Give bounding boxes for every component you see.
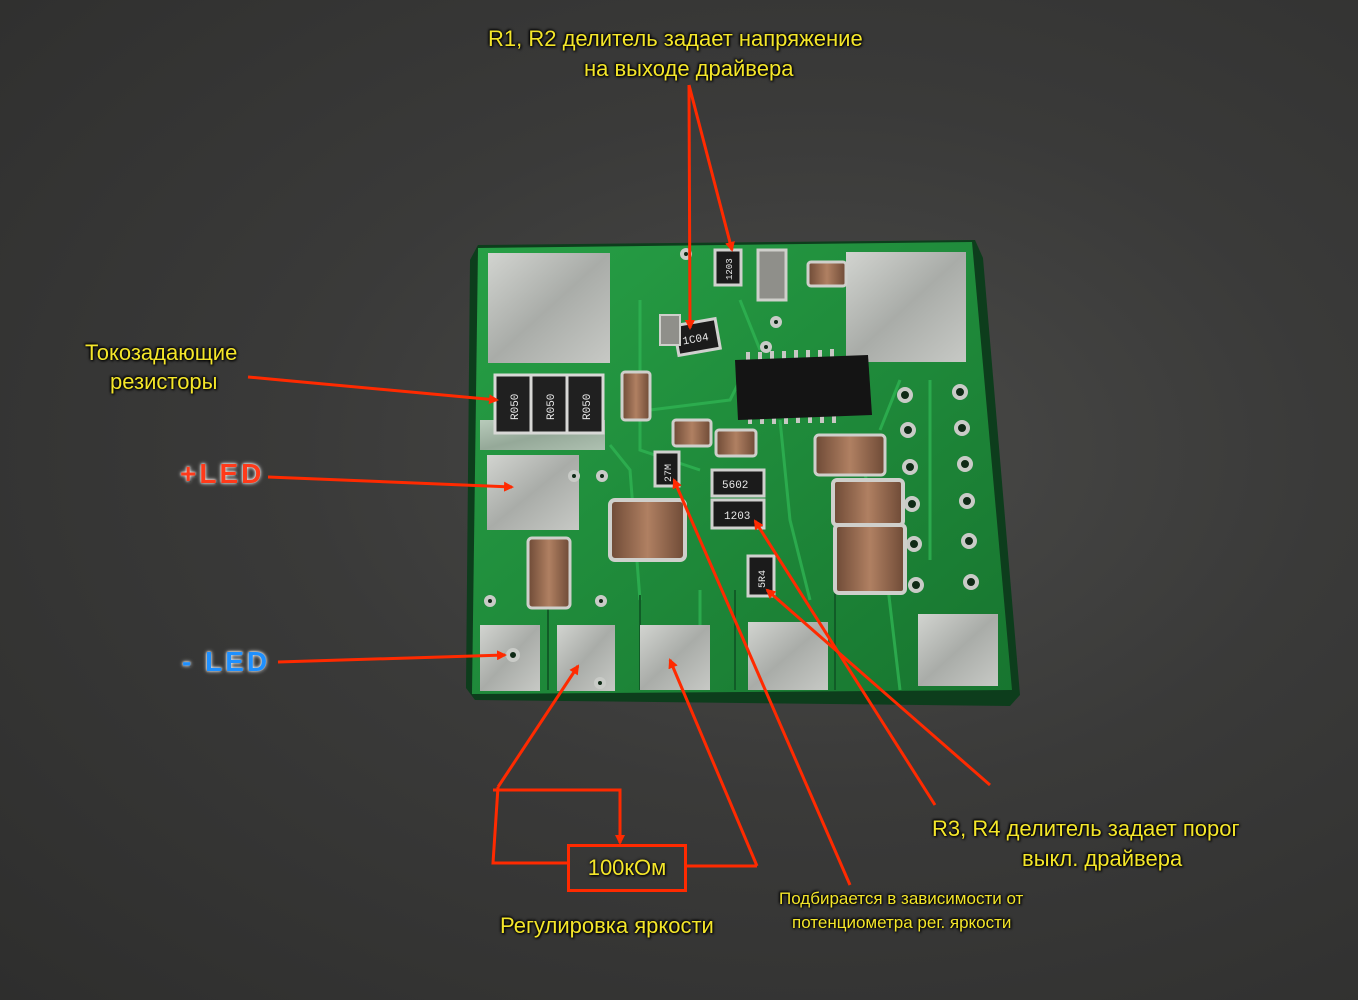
solder-pads bbox=[480, 252, 998, 691]
annotation-arrows bbox=[247, 84, 991, 886]
potentiometer-box: 100кОм bbox=[567, 844, 687, 892]
led-plus-label: +LED bbox=[180, 458, 265, 489]
potentiometer-wiper-arrow bbox=[493, 788, 625, 845]
r050-mark-b: R050 bbox=[546, 394, 558, 420]
arrow-r1r2-to-1203 bbox=[687, 84, 735, 252]
svg-text:5R4: 5R4 bbox=[758, 570, 769, 588]
resistor-1203-top: 1203 bbox=[713, 248, 743, 287]
r1r2-label-line1: R1, R2 делитель задает напряжение bbox=[488, 26, 863, 51]
r3r4-label-line1: R3, R4 делитель задает порог bbox=[932, 816, 1240, 841]
selected-label-line2: потенциометра рег. яркости bbox=[792, 913, 1012, 932]
svg-text:5602: 5602 bbox=[722, 480, 748, 492]
arrow-selected-to-27m bbox=[672, 478, 852, 886]
arrow-r3r4-to-1203 bbox=[753, 519, 937, 806]
arrow-led-plus bbox=[267, 475, 514, 492]
current-sense-resistors: R050 R050 R050 bbox=[493, 373, 605, 435]
r050-mark-a: R050 bbox=[510, 394, 522, 420]
brightness-wire-right bbox=[668, 658, 759, 867]
svg-text:27M: 27M bbox=[664, 464, 675, 482]
r3r4-label-line2: выкл. драйвера bbox=[1022, 846, 1183, 871]
potentiometer-wiper-wire bbox=[491, 786, 570, 865]
svg-text:1C04: 1C04 bbox=[682, 332, 710, 348]
selected-label-line1: Подбирается в зависимости от bbox=[779, 889, 1024, 908]
arrow-r3r4-to-5r4 bbox=[765, 588, 991, 787]
resistor-5r4: 5R4 bbox=[746, 554, 776, 598]
driver-ic bbox=[735, 349, 872, 424]
brightness-label: Регулировка яркости bbox=[500, 913, 714, 938]
arrow-current-resistors bbox=[247, 375, 499, 405]
r050-mark-c: R050 bbox=[582, 394, 594, 420]
potentiometer-value: 100кОм bbox=[587, 855, 667, 880]
svg-text:1203: 1203 bbox=[725, 258, 735, 280]
capacitors bbox=[526, 248, 907, 610]
r1r2-label-line2: на выходе драйвера bbox=[584, 56, 794, 81]
current-resistors-label-line2: резисторы bbox=[110, 369, 218, 394]
svg-text:1203: 1203 bbox=[724, 511, 750, 523]
current-resistors-label-line1: Токозадающие bbox=[85, 340, 238, 365]
vias bbox=[484, 248, 979, 689]
pcb-board: R050 R050 R050 1203 1C04 27M 5602 1203 5… bbox=[466, 240, 1020, 706]
resistor-5602: 5602 bbox=[710, 468, 766, 498]
arrow-led-minus bbox=[277, 650, 507, 664]
arrow-r1r2-to-1c04 bbox=[684, 84, 695, 330]
brightness-wire-left bbox=[496, 664, 580, 788]
led-minus-label: - LED bbox=[182, 646, 271, 677]
